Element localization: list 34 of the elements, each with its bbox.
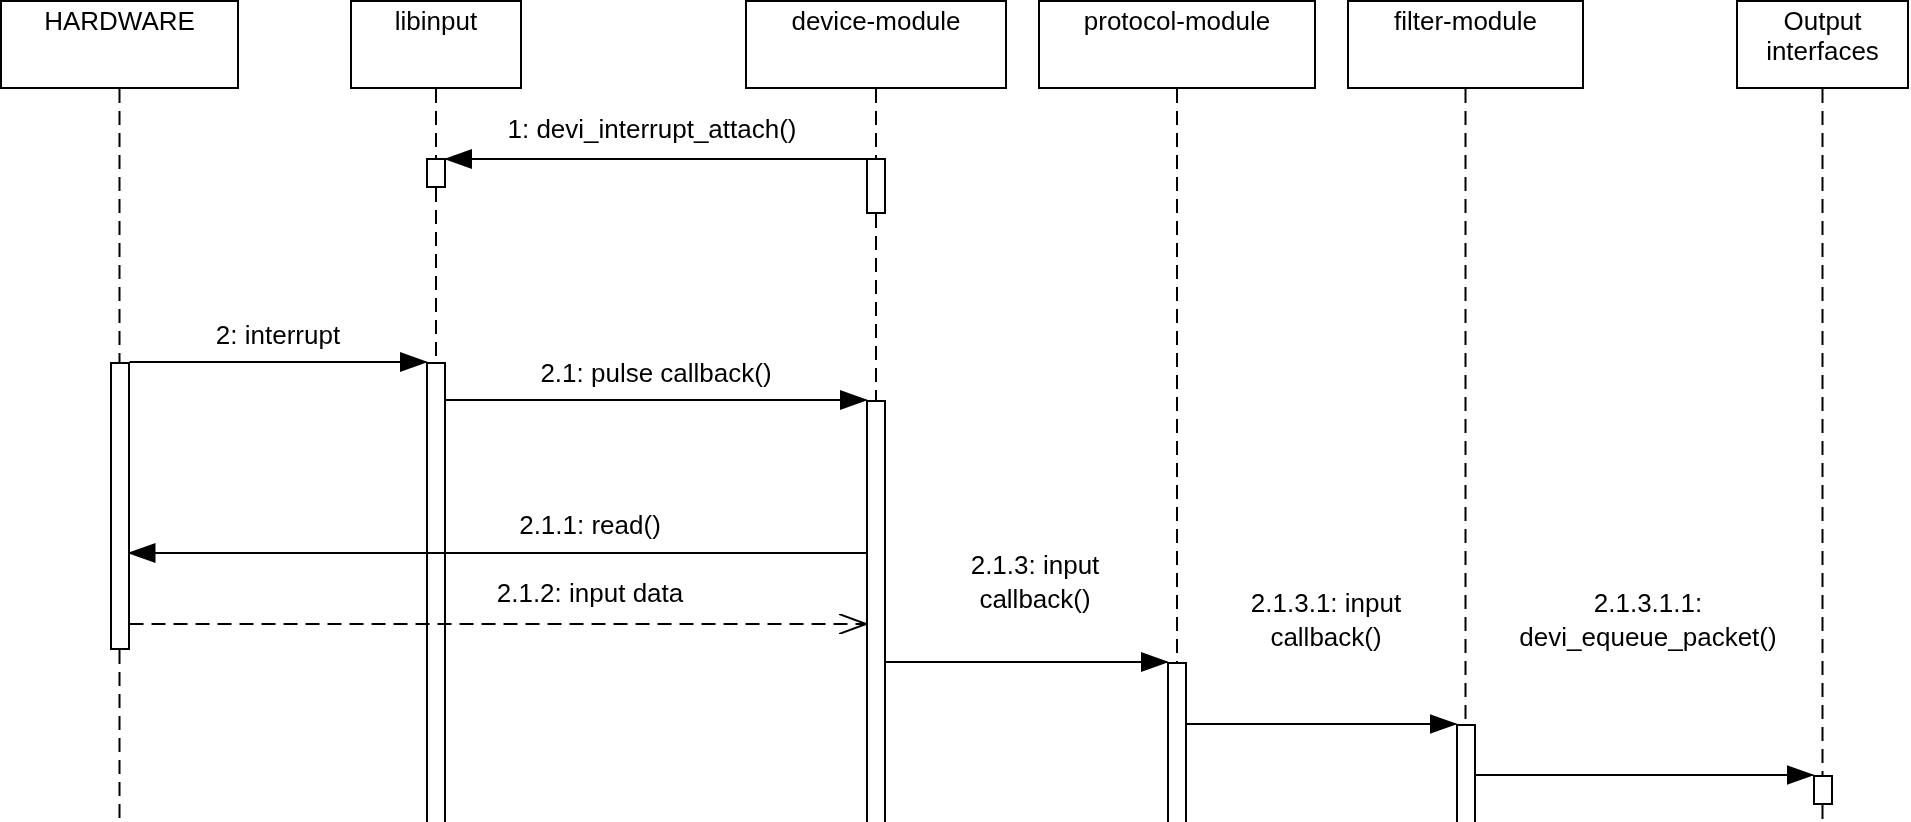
participant-name: Output interfaces bbox=[1765, 6, 1880, 66]
lifeline bbox=[435, 88, 437, 159]
message-arrow bbox=[128, 613, 867, 635]
lifeline-head-box bbox=[1736, 0, 1909, 89]
participant-name: protocol-module bbox=[1083, 6, 1271, 36]
lifeline bbox=[1821, 88, 1824, 776]
lifeline-head-box bbox=[745, 0, 1007, 89]
lifeline bbox=[875, 213, 877, 401]
lifeline bbox=[1176, 88, 1178, 663]
activation-bar bbox=[109, 362, 130, 650]
lifeline-head-box bbox=[1347, 0, 1584, 89]
activation-bar bbox=[1455, 724, 1476, 822]
lifeline bbox=[1821, 804, 1824, 822]
lifeline-head-box bbox=[350, 0, 522, 89]
participant-name: filter-module bbox=[1393, 6, 1538, 36]
message-arrow bbox=[1474, 765, 1815, 785]
activation-bar bbox=[866, 400, 886, 822]
participant-name: device-module bbox=[791, 6, 961, 36]
lifeline-head-box bbox=[1038, 0, 1316, 89]
message-arrow bbox=[445, 390, 868, 410]
lifeline bbox=[118, 88, 121, 363]
activation-bar bbox=[426, 362, 446, 822]
activation-bar bbox=[426, 158, 446, 188]
lifeline bbox=[875, 88, 877, 159]
activation-bar bbox=[1167, 662, 1187, 822]
message-arrow bbox=[1186, 714, 1458, 734]
participant-name: HARDWARE bbox=[44, 6, 195, 36]
message-arrow bbox=[128, 352, 428, 372]
activation-bar bbox=[1812, 775, 1833, 805]
lifeline-head-box bbox=[0, 0, 239, 89]
participant-name: libinput bbox=[394, 6, 478, 36]
activation-bar bbox=[866, 158, 886, 214]
message-arrow bbox=[444, 149, 867, 169]
message-arrow bbox=[885, 652, 1169, 672]
